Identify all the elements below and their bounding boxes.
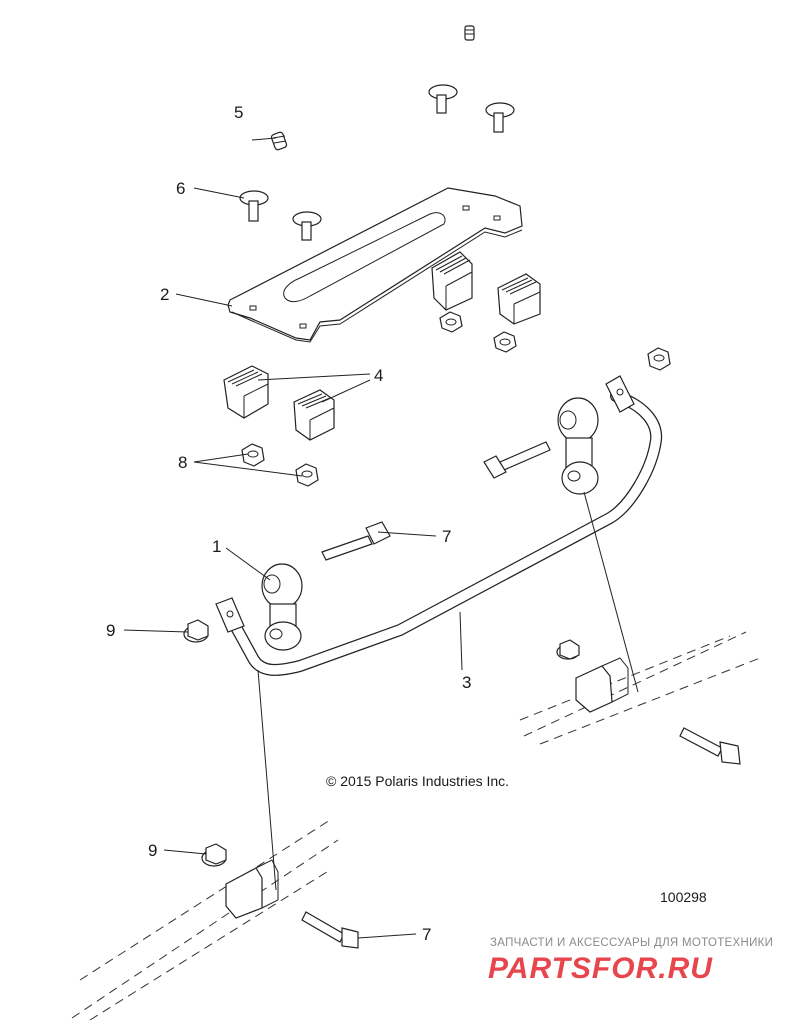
bushing-top-b — [497, 273, 541, 325]
figure-code: 100298 — [660, 889, 707, 905]
bolt-part-7-bottom — [301, 911, 359, 949]
carriage-bolt-a — [428, 84, 458, 114]
callout-7-top: 7 — [442, 527, 451, 546]
bolt-frame-right — [679, 727, 741, 765]
callout-5: 5 — [234, 103, 243, 122]
copyright-notice: © 2015 Polaris Industries Inc. — [326, 773, 509, 789]
callout-8: 8 — [178, 453, 187, 472]
callout-9-bottom: 9 — [148, 841, 157, 860]
screw-top — [464, 25, 475, 41]
bolt-part-7-top — [321, 521, 391, 561]
carriage-bolt-b — [485, 102, 515, 133]
nut-top-a — [439, 311, 463, 333]
watermark-brand: PARTSFOR.RU — [488, 952, 713, 985]
flange-nut-frame-right — [556, 639, 580, 660]
screw-part-5 — [270, 131, 288, 151]
callout-6: 6 — [176, 179, 185, 198]
bolt-link-right — [483, 441, 551, 479]
end-link-part-1-left — [261, 563, 303, 651]
frame-right-dashed — [519, 631, 761, 745]
callout-7-bottom: 7 — [422, 925, 431, 944]
callout-1: 1 — [212, 537, 221, 556]
nut-top-b — [493, 331, 517, 353]
bushing-part-4-b — [293, 389, 335, 441]
watermark-tagline: ЗАПЧАСТИ И АКСЕССУАРЫ ДЛЯ МОТОТЕХНИКИ — [490, 937, 773, 949]
frame-left-dashed — [71, 819, 339, 1021]
callout-3: 3 — [462, 673, 471, 692]
callout-4: 4 — [374, 366, 383, 385]
bushing-top-a — [431, 251, 473, 311]
nut-part-8-a — [241, 443, 265, 467]
flange-nut-part-9-b — [201, 843, 227, 867]
callout-9-top: 9 — [106, 621, 115, 640]
flange-nut-right — [647, 347, 671, 371]
carriage-bolt-c — [292, 211, 322, 241]
end-link-right — [557, 397, 599, 495]
stabilizer-bar-part-3 — [215, 375, 663, 676]
callout-2: 2 — [160, 285, 169, 304]
bushing-part-4-a — [223, 365, 269, 419]
carriage-bolt-part-6 — [239, 190, 269, 222]
nut-part-8-b — [295, 463, 319, 487]
flange-nut-part-9-a — [183, 619, 209, 643]
bracket-plate-part-2 — [227, 187, 523, 343]
